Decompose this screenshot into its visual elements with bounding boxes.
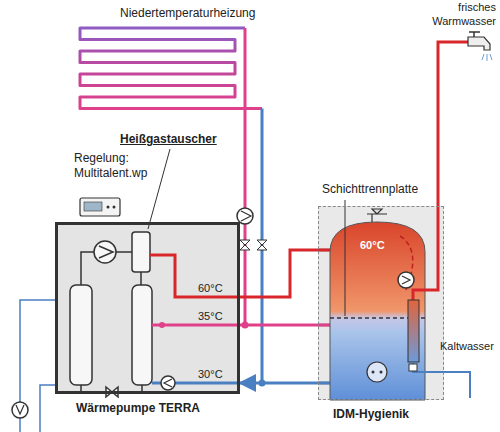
inlet-label-wrap: Kaltwasser <box>440 340 494 354</box>
pipe-connector <box>240 250 318 297</box>
tank-region-fill <box>318 206 444 400</box>
tank-pump <box>398 272 414 288</box>
heating-label-wrap: Niedertemperaturheizung <box>120 6 255 21</box>
tank-vent <box>367 209 387 222</box>
water-heat-exchanger <box>408 300 419 362</box>
pipe-connector <box>240 324 318 327</box>
inlet-label: Kaltwasser <box>440 340 494 354</box>
temperature-label: 60°C <box>198 282 223 294</box>
junction <box>159 322 165 328</box>
temperature-label-wrap: 60°C <box>198 282 223 294</box>
valve <box>257 240 267 250</box>
part-label: Schichttrennplatte <box>322 182 418 197</box>
heat-pump-internals <box>70 232 152 397</box>
node-heading-wrap: IDM-Hygienik <box>333 407 409 421</box>
part-label: Heißgastauscher <box>120 132 217 147</box>
node-heading-wrap: Wärmepumpe TERRA <box>76 401 200 415</box>
hot-gas-pipe <box>150 255 240 297</box>
pipe-stub <box>318 250 331 383</box>
brine-pipe <box>40 385 55 432</box>
condenser-pipe <box>152 324 240 327</box>
node-heading: Wärmepumpe TERRA <box>76 401 200 415</box>
temperature-label: 30°C <box>198 368 223 380</box>
heating-element <box>367 362 387 382</box>
storage-region: IDM-Hygienik <box>318 206 444 400</box>
temperature-label: 35°C <box>198 310 223 322</box>
heating-supply <box>244 28 247 325</box>
heat-pump-pump <box>161 376 175 390</box>
controller <box>80 198 120 216</box>
hot-water-pipe <box>413 42 470 300</box>
temperature-label-wrap: 60°C <box>360 239 385 253</box>
cold-water-pipe <box>413 362 470 398</box>
controller-label: Regelung: Multitalent.wp <box>74 151 158 181</box>
leader-line <box>148 149 170 229</box>
outlet-label-wrap: frisches Warmwasser <box>430 1 496 29</box>
valve <box>409 364 417 371</box>
controller-label-wrap: Regelung: Multitalent.wp <box>74 151 158 181</box>
housing-fill <box>55 222 240 394</box>
pipe-connector <box>240 382 318 385</box>
temperature-label-wrap: 30°C <box>198 368 223 380</box>
part-label-wrap: Schichttrennplatte <box>322 182 418 197</box>
leader-line <box>345 200 346 316</box>
pipe-stub <box>318 324 331 327</box>
water-tap <box>468 32 492 61</box>
node-heading: IDM-Hygienik <box>333 407 409 421</box>
storage-tank <box>330 222 425 400</box>
valve <box>240 240 250 250</box>
pipe-stub <box>318 249 331 252</box>
pipe-stub <box>318 382 331 385</box>
temperature-label-wrap: 35°C <box>198 310 223 322</box>
outlet-label: frisches Warmwasser <box>430 1 496 29</box>
part-label-wrap: Heißgastauscher <box>120 132 217 147</box>
heating-label: Niedertemperaturheizung <box>120 6 255 21</box>
temperature-label: 60°C <box>360 239 385 253</box>
brine-pump <box>12 402 28 418</box>
heating-coil <box>80 28 262 109</box>
